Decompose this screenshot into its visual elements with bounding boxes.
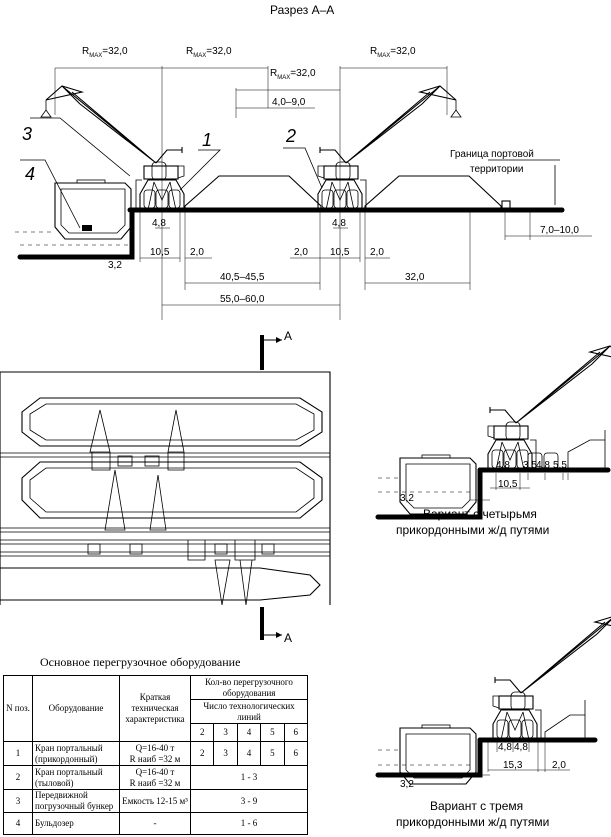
- header-count: Кол-во перегрузочного оборудования: [190, 675, 308, 700]
- svg-text:А: А: [284, 329, 292, 343]
- cell-count: 2: [189, 741, 215, 766]
- svg-text:RMAX=32,0: RMAX=32,0: [186, 46, 232, 59]
- dim-clearance: 2,0: [294, 247, 308, 258]
- rmax-label: RMAX=32,0: [270, 68, 316, 81]
- cell-pos: 1: [3, 741, 33, 766]
- variant-four-caption: Вариант с четырьмя: [423, 507, 537, 521]
- table-title: Основное перегрузочное оборудование: [40, 655, 241, 669]
- svg-text:RMAX=32,0: RMAX=32,0: [82, 46, 128, 59]
- callout-3: 3: [22, 124, 32, 144]
- callout-1: 1: [202, 130, 212, 150]
- cell-pos: 4: [3, 812, 33, 835]
- cargo-stack: [364, 175, 502, 211]
- header-lines: Число технологических линий: [190, 699, 308, 724]
- section-title: Разрез А–А: [270, 3, 334, 17]
- svg-text:RMAX=32,0: RMAX=32,0: [370, 46, 416, 59]
- section-mark-bottom: А: [260, 607, 292, 645]
- dim: 2,0: [552, 760, 566, 771]
- variant-three-caption: прикордонными ж/д путями: [396, 815, 549, 829]
- dim: 10,5: [498, 479, 518, 490]
- cell-range: 3 - 9: [190, 789, 308, 813]
- variant-three-caption: Вариант с тремя: [430, 799, 523, 813]
- dim: 4,8: [536, 460, 550, 471]
- variant-four-drawing: 4,8 3,5 4,8 5,5 10,5 3,2: [375, 345, 611, 520]
- ship-hull: [54, 179, 132, 240]
- line-number: 6: [283, 723, 308, 742]
- dim: 4,8: [498, 742, 512, 753]
- dim-between-cranes: 55,0–60,0: [220, 294, 265, 305]
- cargo-stack: [184, 175, 322, 211]
- boundary-label: Граница портовой: [450, 149, 534, 160]
- cell-count: 4: [236, 741, 262, 766]
- rmax-label: RMAX=32,0: [82, 46, 128, 59]
- portal-crane-rear: [317, 85, 462, 211]
- cell-count: 6: [283, 741, 308, 766]
- table-row: 3 Передвижной погрузочный бункер Емкость…: [3, 789, 308, 813]
- line-number: 2: [189, 723, 215, 742]
- cell-name: Передвижной погрузочный бункер: [32, 789, 120, 813]
- cell-range: 1 - 6: [190, 812, 308, 835]
- cell-spec: Емкость 12-15 м³: [119, 789, 191, 813]
- boundary-label: территории: [470, 164, 524, 175]
- dim-rear-stack: 32,0: [405, 272, 425, 283]
- dim-stack-width: 40,5–45,5: [220, 272, 265, 283]
- header-pos: N поз.: [3, 675, 33, 742]
- dimension-lines: [20, 66, 592, 320]
- header-spec: Краткая техническая характеристика: [119, 675, 191, 742]
- variant-three-drawing: 4,8 4,8 15,3 2,0 3,2: [375, 615, 611, 790]
- cell-pos: 2: [3, 765, 33, 790]
- ground-profile: [15, 207, 565, 260]
- svg-text:А: А: [284, 631, 292, 645]
- dim: 5,5: [553, 460, 567, 471]
- section-mark-top: А: [260, 329, 292, 370]
- svg-text:RMAX=32,0: RMAX=32,0: [270, 68, 316, 81]
- dim-road: 7,0–10,0: [540, 225, 579, 236]
- dim: 3,2: [400, 493, 414, 504]
- bulldozer-icon: [82, 225, 92, 231]
- dim: 3,2: [400, 779, 414, 790]
- dim-track-gauge: 4,8: [152, 218, 166, 229]
- cell-pos: 3: [3, 789, 33, 813]
- dim-reach-offset: 4,0–9,0: [272, 97, 306, 108]
- cell-name: Кран портальный (прикордонный): [32, 741, 120, 766]
- dim: 4,8: [496, 460, 510, 471]
- dim: 3,5: [523, 460, 537, 471]
- dim: 4,8: [514, 742, 528, 753]
- line-number: 4: [236, 723, 262, 742]
- callout-2: 2: [285, 126, 296, 146]
- equipment-table: N поз. Оборудование Краткая техническая …: [3, 675, 308, 835]
- dim-portal-width: 10,5: [150, 247, 170, 258]
- cell-spec: -: [119, 812, 191, 835]
- rmax-label: RMAX=32,0: [186, 46, 232, 59]
- dim-wall: 3,2: [108, 260, 122, 271]
- line-number: 3: [213, 723, 238, 742]
- cell-name: Бульдозер: [32, 812, 120, 835]
- callout-4: 4: [25, 164, 35, 184]
- line-number: 5: [260, 723, 285, 742]
- table-row: 4 Бульдозер - 1 - 6: [3, 812, 308, 835]
- variant-four-caption: прикордонными ж/д путями: [396, 523, 549, 537]
- portal-crane-quay: [40, 85, 185, 211]
- rmax-label: RMAX=32,0: [370, 46, 416, 59]
- table-row: 1 Кран портальный (прикордонный) Q=16-40…: [3, 741, 308, 766]
- dim-clearance: 2,0: [190, 247, 204, 258]
- cell-count: 5: [260, 741, 285, 766]
- boundary-post-icon: [501, 200, 511, 211]
- cell-count: 3: [213, 741, 238, 766]
- dim-track-gauge: 4,8: [332, 218, 346, 229]
- cell-name: Кран портальный (тыловой): [32, 765, 120, 790]
- header-equipment: Оборудование: [32, 675, 120, 742]
- cell-range: 1 - 3: [190, 765, 308, 790]
- plan-view: [0, 371, 331, 606]
- dim-clearance: 2,0: [370, 247, 384, 258]
- dim-portal-width: 10,5: [330, 247, 350, 258]
- dim: 15,3: [503, 760, 523, 771]
